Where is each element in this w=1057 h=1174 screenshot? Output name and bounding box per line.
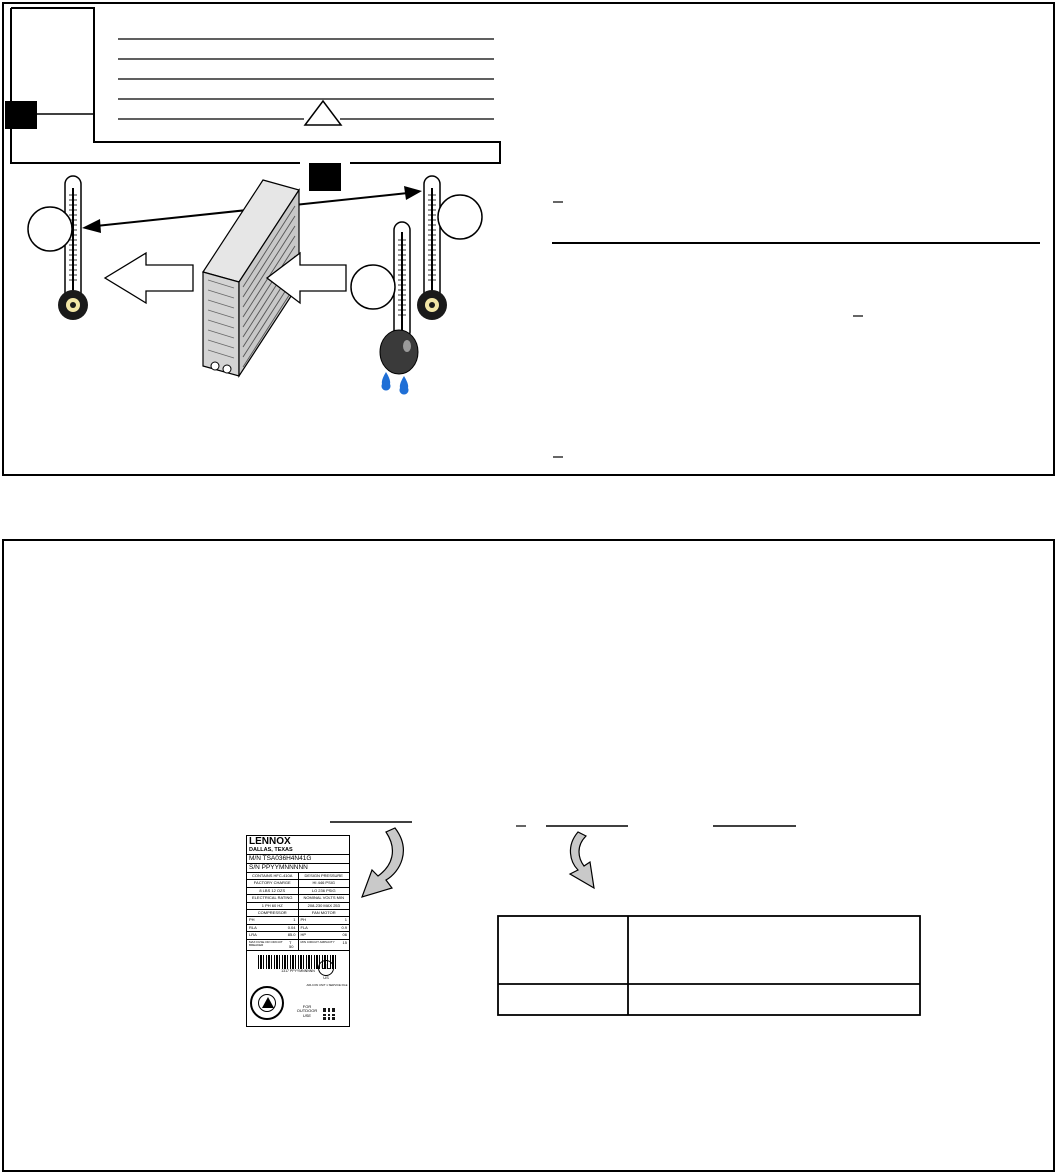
certification-seal-icon bbox=[250, 986, 284, 1020]
nameplate-fla: FLA bbox=[300, 924, 308, 930]
bottom-diagram-panel bbox=[2, 539, 1055, 1172]
water-drop-icon bbox=[381, 372, 391, 391]
thermometer-icon bbox=[417, 175, 447, 320]
ul-sub-text: AIR-CON UNIT 1 SERVICE FILE bbox=[306, 983, 348, 987]
blank-table bbox=[497, 915, 921, 1016]
nameplate-fla-val: 0.9 bbox=[341, 924, 347, 930]
nameplate-rla: RLA bbox=[249, 924, 257, 930]
nameplate-min-circuit: MIN CIRCUIT AMPACITY bbox=[300, 939, 335, 944]
thermometer-icon bbox=[58, 175, 88, 320]
nameplate-header-left: CONTAINS HFC-410A bbox=[247, 873, 299, 880]
nameplate-electrical: ELECTRICAL RATING bbox=[247, 895, 299, 902]
airflow-arrow-icon bbox=[265, 251, 347, 305]
nameplate-brand: LENNOX bbox=[249, 836, 291, 847]
callout-circle-right bbox=[437, 194, 483, 240]
nameplate-header-right: DESIGN PRESSURE bbox=[304, 873, 343, 878]
curved-arrow-icon bbox=[568, 831, 595, 890]
nameplate-compressor: COMPRESSOR bbox=[247, 909, 299, 917]
nameplate-volts: 208-230 MAX 253 bbox=[307, 902, 340, 908]
outdoor-use-text: FOR OUTDOOR USE bbox=[296, 1004, 318, 1018]
curved-arrow-icon bbox=[361, 827, 404, 898]
warning-triangle-icon bbox=[303, 99, 343, 126]
nameplate-lo: LO 236 PSIG bbox=[311, 887, 336, 893]
rule-lines bbox=[118, 38, 494, 120]
nameplate-min-circuit-val: 15 bbox=[342, 939, 347, 945]
qr-code-icon bbox=[323, 1008, 335, 1020]
nameplate-rla-val: 0.04 bbox=[287, 924, 296, 930]
marker-square-center bbox=[309, 163, 341, 191]
nameplate-city: DALLAS, TEXAS bbox=[247, 847, 349, 855]
nameplate-lra-val: 85.0 bbox=[287, 932, 296, 938]
nameplate-nominal: NOMINAL VOLTS MIN bbox=[303, 895, 344, 901]
nameplate-lra: LRA bbox=[249, 932, 257, 938]
nameplate-fuse: MAX FUSE OR CIRCUIT BREAKER bbox=[249, 939, 283, 947]
airflow-arrow-icon bbox=[103, 251, 194, 305]
nameplate-model: M/N TSA036H4N41G bbox=[247, 855, 349, 864]
nameplate-fuse-val: T 50 bbox=[289, 939, 294, 949]
callout-circle-wetbulb bbox=[350, 264, 396, 310]
ul-us-text: US bbox=[323, 975, 329, 980]
nameplate-serial: S/N PPYYMNNNNN bbox=[247, 864, 349, 873]
top-diagram bbox=[5, 7, 1040, 458]
nameplate-ph-left-val: 1 bbox=[293, 917, 296, 923]
nameplate-phase: 1 PH 60 HZ bbox=[247, 902, 299, 909]
nameplate-charge: 8 LBS 12 OZS bbox=[247, 887, 299, 895]
nameplate-label: LENNOX DALLAS, TEXAS M/N TSA036H4N41G S/… bbox=[246, 835, 350, 1027]
nameplate-ph-right-val: 1 bbox=[344, 917, 347, 923]
nameplate-fan-motor: FAN MOTOR bbox=[311, 909, 336, 915]
coil-icon bbox=[202, 179, 300, 379]
bracket-outline bbox=[10, 7, 501, 164]
water-drop-icon bbox=[399, 376, 409, 395]
nameplate-hp-val: 06 bbox=[342, 932, 347, 938]
ul-mark-icon: UL bbox=[318, 960, 334, 976]
nameplate-hp: HP bbox=[300, 932, 307, 938]
nameplate-ph-right: PH bbox=[300, 917, 307, 923]
top-diagram-panel bbox=[2, 2, 1055, 476]
barcode-text: 1317 PPYYMNNNNN bbox=[281, 969, 315, 974]
nameplate-factory-charge: FACTORY CHARGE bbox=[247, 880, 299, 887]
nameplate-ph-left: PH bbox=[249, 917, 255, 923]
marker-square-left bbox=[5, 101, 37, 129]
callout-circle-left bbox=[27, 206, 73, 252]
nameplate-hi: HI 446 PSIG bbox=[312, 880, 335, 886]
